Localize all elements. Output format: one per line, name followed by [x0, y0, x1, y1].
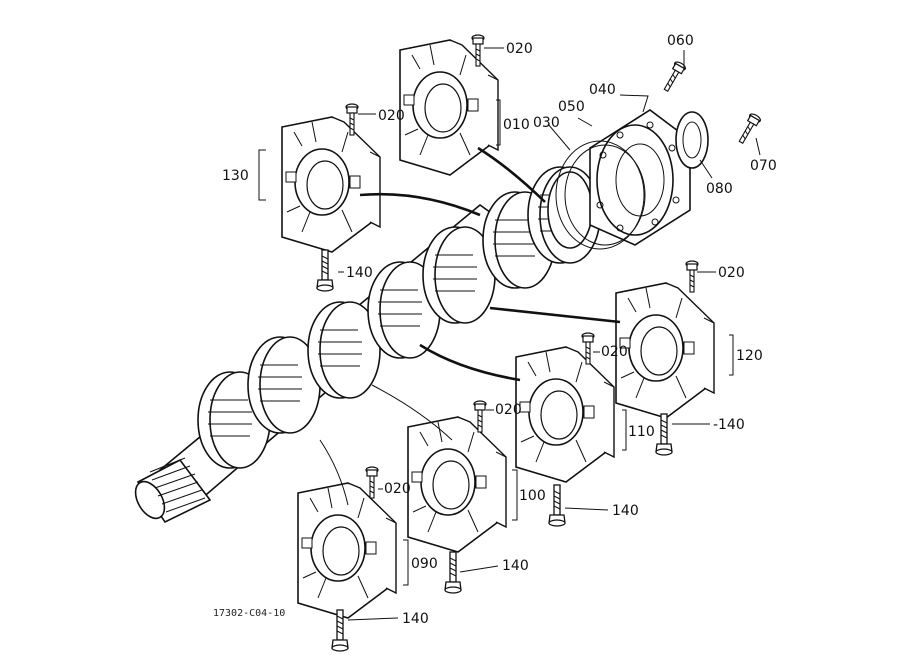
- callout-label: 140: [502, 558, 529, 574]
- callout-label: 060: [667, 33, 694, 49]
- callout-label: 030: [533, 115, 560, 131]
- callout-label: 020: [506, 41, 533, 57]
- callout-label: 140: [402, 611, 429, 627]
- callout-label: 010: [503, 117, 530, 133]
- callout-label: 020: [718, 265, 745, 281]
- callout-label: 110: [628, 424, 655, 440]
- rear-housing: [589, 109, 691, 246]
- callout-labels: 020 020 020 020 020 020 010 030 040 050 …: [213, 33, 777, 627]
- callout-dash: -: [713, 417, 718, 433]
- crankshaft-assembly: [134, 34, 763, 652]
- callout-leaders: [258, 47, 761, 621]
- callout-label: 130: [222, 168, 249, 184]
- callout-label: 020: [384, 481, 411, 497]
- callout-label: 020: [601, 344, 628, 360]
- callout-label: 070: [750, 158, 777, 174]
- callout-label: 020: [495, 402, 522, 418]
- drawing-code: 17302-C04-10: [213, 608, 285, 619]
- callout-label: 140: [718, 417, 745, 433]
- callout-label: 120: [736, 348, 763, 364]
- callout-label: 140: [612, 503, 639, 519]
- callout-label: 140: [346, 265, 373, 281]
- spline-shaft-end: [134, 457, 212, 524]
- callout-label: 080: [706, 181, 733, 197]
- callout-label: 020: [378, 108, 405, 124]
- callout-label: 100: [519, 488, 546, 504]
- callout-label: 090: [411, 556, 438, 572]
- callout-label: 050: [558, 99, 585, 115]
- callout-label: 040: [589, 82, 616, 98]
